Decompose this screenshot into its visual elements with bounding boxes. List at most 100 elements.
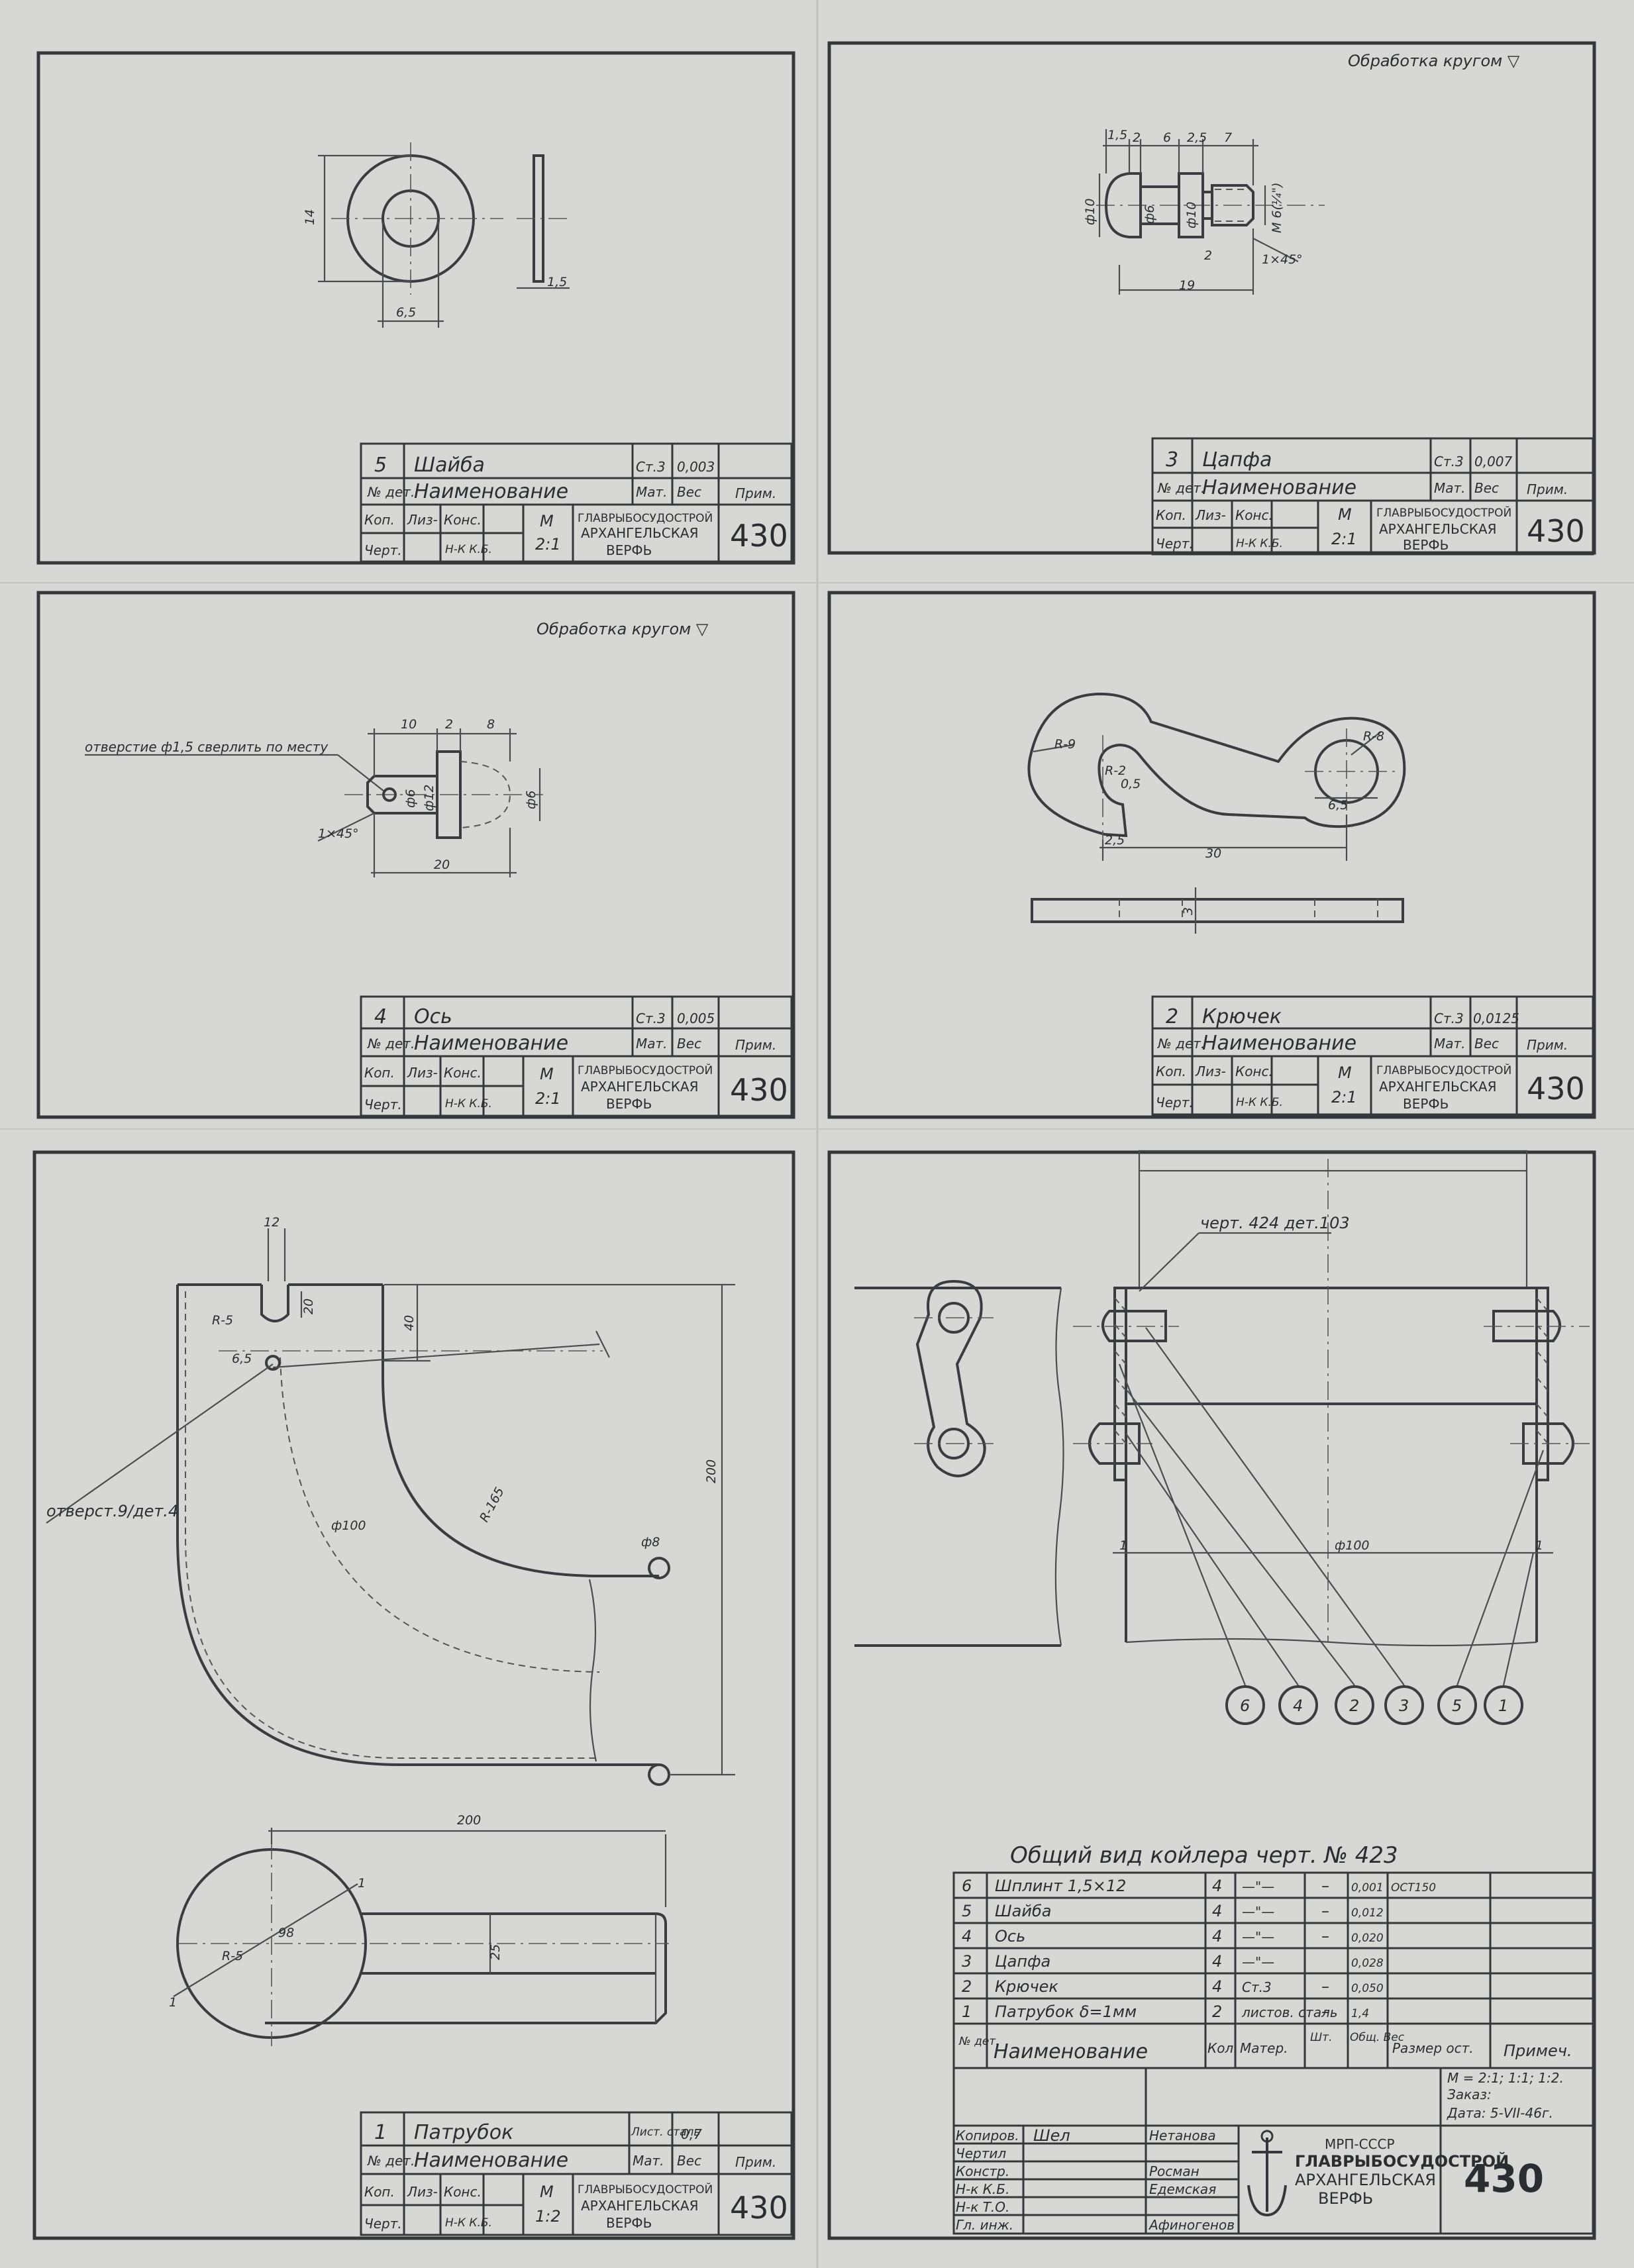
svg-text:4: 4 [374,1005,387,1028]
svg-text:ВЕРФЬ: ВЕРФЬ [606,1096,652,1112]
bom-cell-no: 2 [962,1977,972,1996]
ref-note: черт. 424 дет.103 [1200,1214,1350,1232]
break-line [588,1579,597,1762]
svg-text:2: 2 [1204,248,1212,263]
bom-cell-qty: 4 [1212,1902,1222,1920]
svg-text:Патрубок: Патрубок [414,2121,513,2144]
svg-text:R-8: R-8 [1363,729,1384,744]
svg-text:Мат.: Мат. [633,2153,664,2169]
svg-text:Вес: Вес [677,1036,701,1052]
svg-text:Н-К К.Б.: Н-К К.Б. [445,1097,492,1110]
svg-text:Общ. Вес: Общ. Вес [1350,2031,1405,2044]
svg-text:5: 5 [374,454,387,477]
balloon-3: 3 [1384,1685,1424,1725]
svg-text:R-5: R-5 [212,1313,233,1328]
bom-cell-material: —"— [1242,1879,1274,1895]
bom-cell-dash: – [1321,1927,1329,1946]
svg-text:Прим.: Прим. [735,1037,776,1053]
svg-text:Гл. инж.: Гл. инж. [956,2217,1013,2233]
svg-text:Мат.: Мат. [1434,480,1466,496]
svg-text:Наименование: Наименование [414,2149,568,2172]
bom-cell-no: 6 [962,1877,972,1895]
svg-text:Н-К К.Б.: Н-К К.Б. [1236,537,1283,550]
anchor-logo-icon [1247,2130,1287,2217]
bom-cell-no: 5 [962,1902,972,1920]
svg-text:ф10: ф10 [1184,202,1199,228]
svg-text:Вес: Вес [677,484,701,500]
svg-text:2,5: 2,5 [1187,130,1207,145]
bom-cell-name: Шплинт 1,5×12 [995,1877,1126,1895]
svg-text:ГЛАВРЫБОСУДОСТРОЙ: ГЛАВРЫБОСУДОСТРОЙ [578,2182,713,2196]
bom-cell-name: Цапфа [995,1952,1050,1971]
svg-text:№ дет.: № дет. [367,484,415,500]
svg-text:Наименование: Наименование [994,2040,1148,2063]
bom-cell-dash: – [1321,1877,1329,1895]
svg-text:1,5: 1,5 [1107,128,1127,142]
svg-text:ф12: ф12 [422,785,436,811]
svg-text:430: 430 [730,1072,788,1108]
bom-cell-no: 1 [962,2002,972,2021]
svg-text:№ дет.: № дет. [1157,480,1205,496]
svg-text:Вес: Вес [677,2153,701,2169]
svg-text:АРХАНГЕЛЬСКАЯ: АРХАНГЕЛЬСКАЯ [1379,1079,1497,1095]
svg-text:М: М [540,2183,554,2201]
machining-note: Обработка кругом ▽ [536,620,709,638]
svg-text:Лиз-: Лиз- [1195,1063,1226,1079]
hook-side-view [1031,898,1404,923]
svg-text:Дата: 5-VII-46г.: Дата: 5-VII-46г. [1447,2105,1553,2121]
svg-text:20: 20 [434,858,450,872]
svg-text:Н-К К.Б.: Н-К К.Б. [445,2216,492,2230]
pipe-slot [260,1285,289,1322]
svg-text:1: 1 [358,1876,366,1891]
panel-frame-hook [827,591,1596,1119]
svg-text:430: 430 [1464,2156,1544,2201]
bom-cell-weight: 0,001 [1351,1881,1384,1895]
svg-text:Примеч.: Примеч. [1504,2042,1572,2060]
svg-text:3: 3 [1166,448,1178,471]
svg-text:Шайба: Шайба [414,454,485,477]
svg-text:1×45°: 1×45° [318,826,359,841]
svg-text:№ дет.: № дет. [367,2153,415,2169]
svg-text:Мат.: Мат. [1434,1036,1466,1052]
svg-text:Констр.: Констр. [956,2163,1009,2179]
right-trunnion [1492,1310,1561,1342]
svg-text:6,5: 6,5 [1328,798,1348,813]
bom-cell-material: —"— [1242,1929,1274,1945]
bom-cell-weight: 1,4 [1351,2007,1369,2020]
trunnion-drawing: Обработка кругом ▽ 1,5 2 6 2,5 7 ф10 ф6 … [1083,52,1520,295]
svg-text:Афиногенов: Афиногенов [1148,2217,1235,2233]
pipe-plan-body [265,1912,667,2024]
axle-hidden-head [460,761,511,828]
bom-cell-dash: – [1321,2002,1329,2021]
svg-text:Черт.: Черт. [1156,1095,1194,1110]
svg-text:ГЛАВРЫБОСУДОСТРОЙ: ГЛАВРЫБОСУДОСТРОЙ [1376,1063,1511,1077]
svg-text:2:1: 2:1 [535,535,561,554]
svg-text:Копиров.: Копиров. [956,2128,1019,2144]
balloon-4: 4 [1278,1685,1318,1725]
svg-text:Наименование: Наименование [1202,476,1356,499]
svg-text:Чертил: Чертил [956,2145,1006,2161]
svg-text:ВЕРФЬ: ВЕРФЬ [606,542,652,558]
svg-text:1: 1 [1119,1538,1127,1553]
left-trunnion [1101,1310,1167,1342]
svg-text:5: 5 [1452,1697,1462,1715]
svg-text:Черт.: Черт. [364,1097,402,1112]
svg-text:430: 430 [730,2190,788,2226]
svg-text:АРХАНГЕЛЬСКАЯ: АРХАНГЕЛЬСКАЯ [1295,2171,1436,2189]
bom-cell-qty: 4 [1212,1977,1222,1996]
panel-frame-trunnion [827,41,1596,555]
svg-text:Черт.: Черт. [1156,536,1194,552]
machining-note: Обработка кругом ▽ [1348,52,1520,70]
bom-cell-weight: 0,028 [1351,1957,1384,1970]
svg-text:10: 10 [401,717,417,732]
panel-frame-axle [36,591,795,1119]
svg-text:Черт.: Черт. [364,542,402,558]
svg-text:30: 30 [1205,846,1221,861]
pipe-inner-curve [382,1285,659,1577]
right-axle [1522,1422,1574,1465]
bom-cell-material: —"— [1242,1954,1274,1970]
svg-text:R-9: R-9 [1054,737,1076,752]
svg-text:ф10: ф10 [1083,199,1098,225]
svg-text:200: 200 [704,1459,719,1483]
